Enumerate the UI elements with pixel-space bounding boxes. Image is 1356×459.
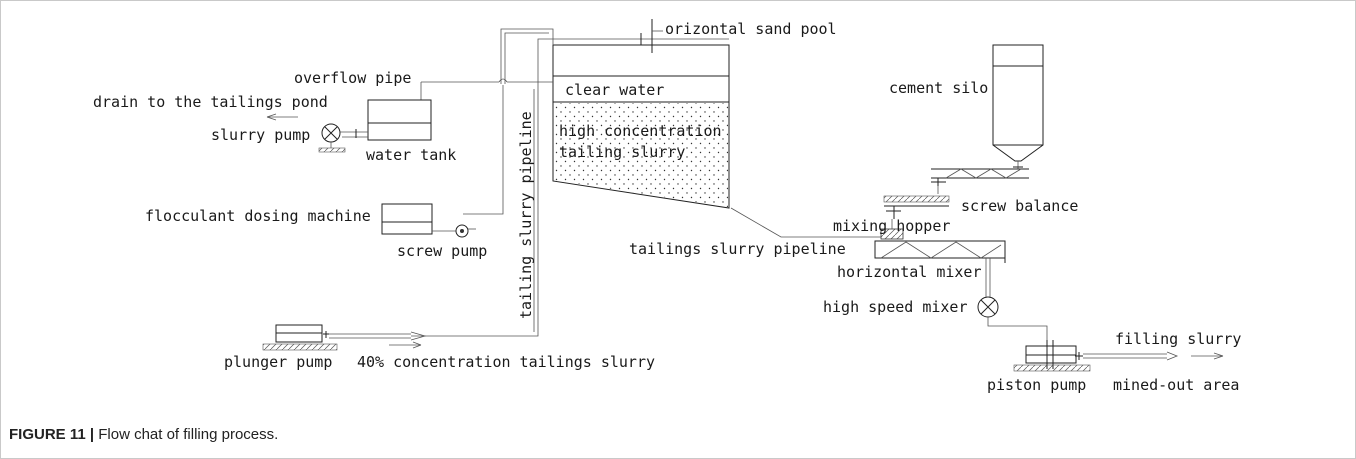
label-tailing-slurry-pipeline-vertical: tailing slurry pipeline [517,111,535,319]
label-screw-pump: screw pump [397,242,487,260]
slurry-pump [318,123,368,153]
drain-arrow [266,113,298,121]
label-drain: drain to the tailings pond [93,93,328,111]
label-flocculant: flocculant dosing machine [145,207,371,225]
label-overflow-pipe: overflow pipe [294,69,411,87]
label-clear-water: clear water [565,81,664,99]
label-screw-balance: screw balance [961,197,1078,215]
label-high-concentration: high concentration [559,122,722,140]
water-tank [367,99,432,141]
label-40-concentration: 40% concentration tailings slurry [357,353,655,371]
plunger-pump [262,324,427,351]
label-horizontal-mixer: horizontal mixer [837,263,982,281]
label-sand-pool: orizontal sand pool [665,20,837,38]
overflow-pipe [420,28,554,106]
screw-balance [883,186,950,219]
process-flow-diagram: orizontal sand pool overflow pipe drain … [93,19,1241,394]
label-plunger-pump: plunger pump [224,353,332,371]
label-tailing-slurry: tailing slurry [559,143,685,161]
label-tailings-slurry-pipeline: tailings slurry pipeline [629,240,846,258]
horizontal-mixer [874,240,1006,298]
sand-pool-tank [537,19,730,209]
mixing-hopper [880,219,904,240]
label-piston-pump: piston pump [987,376,1086,394]
caption-text: Flow chat of filling process. [98,426,279,443]
figure-number: FIGURE 11 | [9,426,95,443]
label-high-speed-mixer: high speed mixer [823,298,968,316]
tailing-slurry-pipeline [411,85,539,337]
label-slurry-pump: slurry pump [211,126,310,144]
screw-conveyor-upper [931,168,1029,186]
piston-pump [1013,340,1224,372]
tailings-slurry-pipeline-line [730,207,881,238]
label-mined-out-area: mined-out area [1113,376,1239,394]
flocculant-dosing-machine [381,203,433,235]
label-cement-silo: cement silo [889,79,988,97]
cement-silo [992,44,1044,169]
high-speed-mixer [977,296,1048,346]
label-mixing-hopper: mixing hopper [833,217,950,235]
label-water-tank: water tank [366,146,456,164]
screw-pump [432,224,476,238]
figure-caption: FIGURE 11 | Flow chat of filling process… [9,426,278,443]
label-filling-slurry: filling slurry [1115,330,1241,348]
